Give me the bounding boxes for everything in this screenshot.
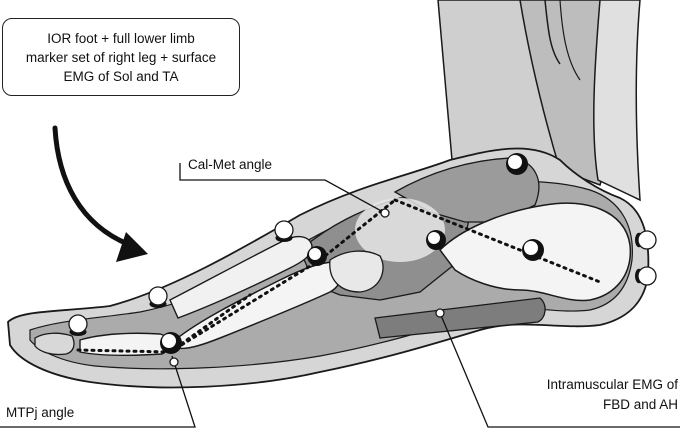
intramuscular-emg-label-line2: FBD and AH (603, 396, 678, 413)
mtp-lateral-marker (149, 287, 167, 308)
mtp-small-marker (170, 358, 178, 366)
calcaneus-mid-marker (522, 239, 544, 261)
talus-marker (506, 153, 528, 175)
plantar-emg-marker (436, 309, 444, 317)
cal-met-angle-label: Cal-Met angle (188, 156, 272, 173)
callout-line-1: IOR foot + full lower limb (47, 29, 194, 48)
heel-upper-marker (635, 231, 656, 249)
metatarsal-mid-marker (307, 246, 327, 266)
callout-line-3: EMG of Sol and TA (63, 67, 178, 86)
navicular-marker (426, 230, 446, 250)
heel-lower-marker (635, 267, 656, 285)
curved-arrow (55, 128, 148, 262)
toe-marker (69, 315, 87, 336)
callout-line-2: marker set of right leg + surface (26, 48, 216, 67)
cal-met-marker (381, 209, 389, 217)
metatarsal-dorsal-marker (275, 221, 293, 242)
mtpj-angle-label: MTPj angle (6, 404, 74, 421)
mtp-joint-marker (160, 332, 182, 354)
marker-set-callout: IOR foot + full lower limb marker set of… (2, 18, 240, 96)
intramuscular-emg-label-line1: Intramuscular EMG of (547, 376, 678, 393)
